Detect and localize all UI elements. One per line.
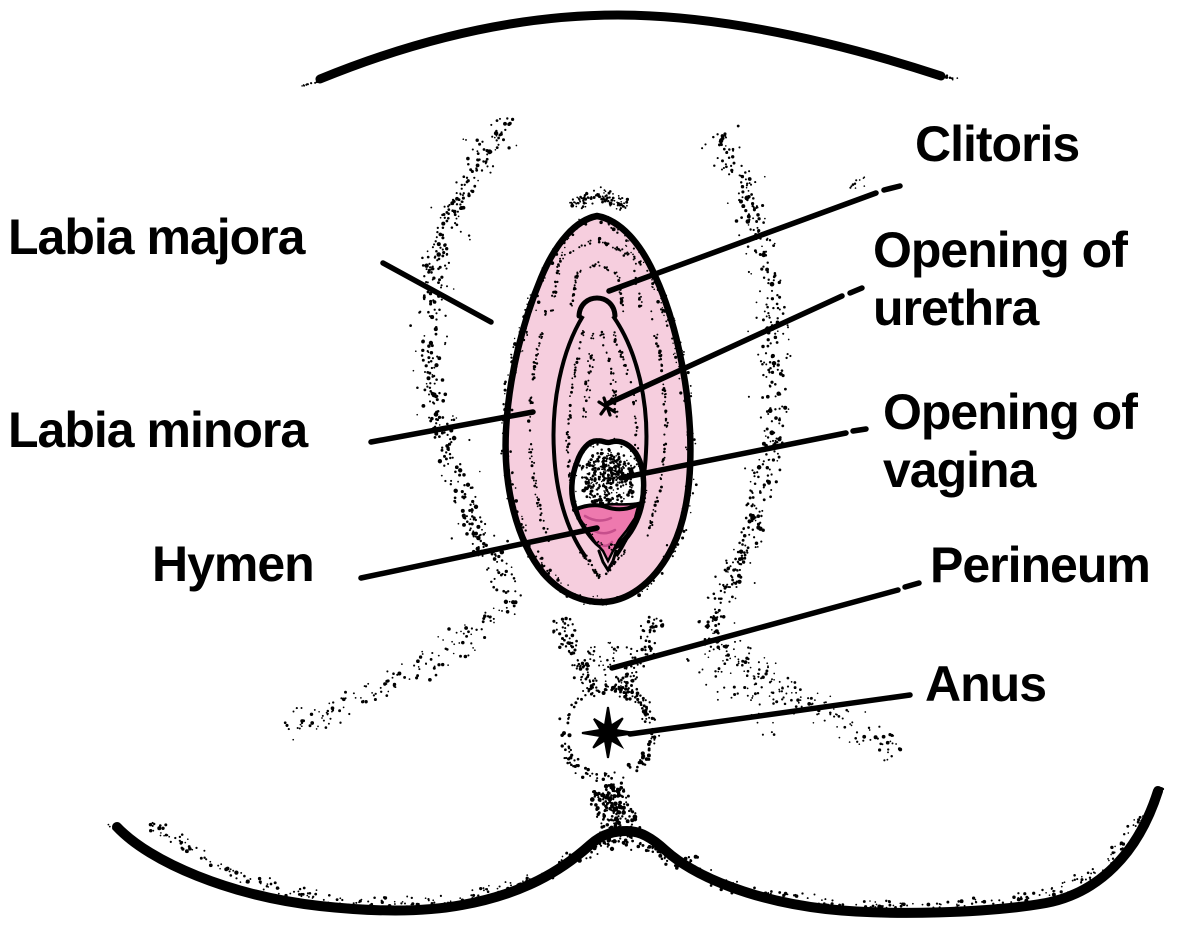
label-labia-minora-text: Labia minora: [8, 402, 308, 458]
leader-lines: [358, 183, 922, 737]
label-labia-minora: Labia minora: [8, 401, 308, 459]
label-perineum-text: Perineum: [930, 537, 1151, 593]
leader-line-urethra: [606, 285, 865, 406]
mons-pubis-curve: [315, 10, 946, 84]
label-hymen: Hymen: [152, 535, 315, 593]
leader-line-perineum: [609, 580, 922, 671]
label-perineum: Perineum: [930, 536, 1151, 594]
label-clitoris: Clitoris: [915, 115, 1080, 173]
label-opening-of-vagina: Opening of vagina: [883, 383, 1138, 499]
leader-line-hymen: [358, 525, 600, 581]
anus-star: [581, 706, 636, 759]
leader-line-anus: [627, 692, 913, 737]
label-opening-of-urethra-line2: urethra: [873, 280, 1039, 336]
buttocks-curve: [112, 786, 1163, 918]
label-opening-of-urethra-line1: Opening of: [873, 222, 1128, 278]
leader-line-clitoris: [606, 183, 903, 294]
leader-line-labia-minora: [368, 409, 536, 445]
label-labia-majora: Labia majora: [8, 208, 305, 266]
leader-line-vagina: [618, 426, 869, 481]
leader-line-labia-majora: [380, 260, 494, 325]
clitoris-glans: [576, 295, 618, 319]
label-labia-majora-text: Labia majora: [8, 209, 305, 265]
label-clitoris-text: Clitoris: [915, 116, 1080, 172]
label-hymen-text: Hymen: [152, 536, 315, 592]
label-opening-of-vagina-line1: Opening of: [883, 384, 1138, 440]
stipple-texture-fore: [500, 213, 698, 606]
label-opening-of-urethra: Opening of urethra: [873, 221, 1128, 337]
label-anus-text: Anus: [925, 656, 1047, 712]
label-anus: Anus: [925, 655, 1047, 713]
label-opening-of-vagina-line2: vagina: [883, 442, 1036, 498]
